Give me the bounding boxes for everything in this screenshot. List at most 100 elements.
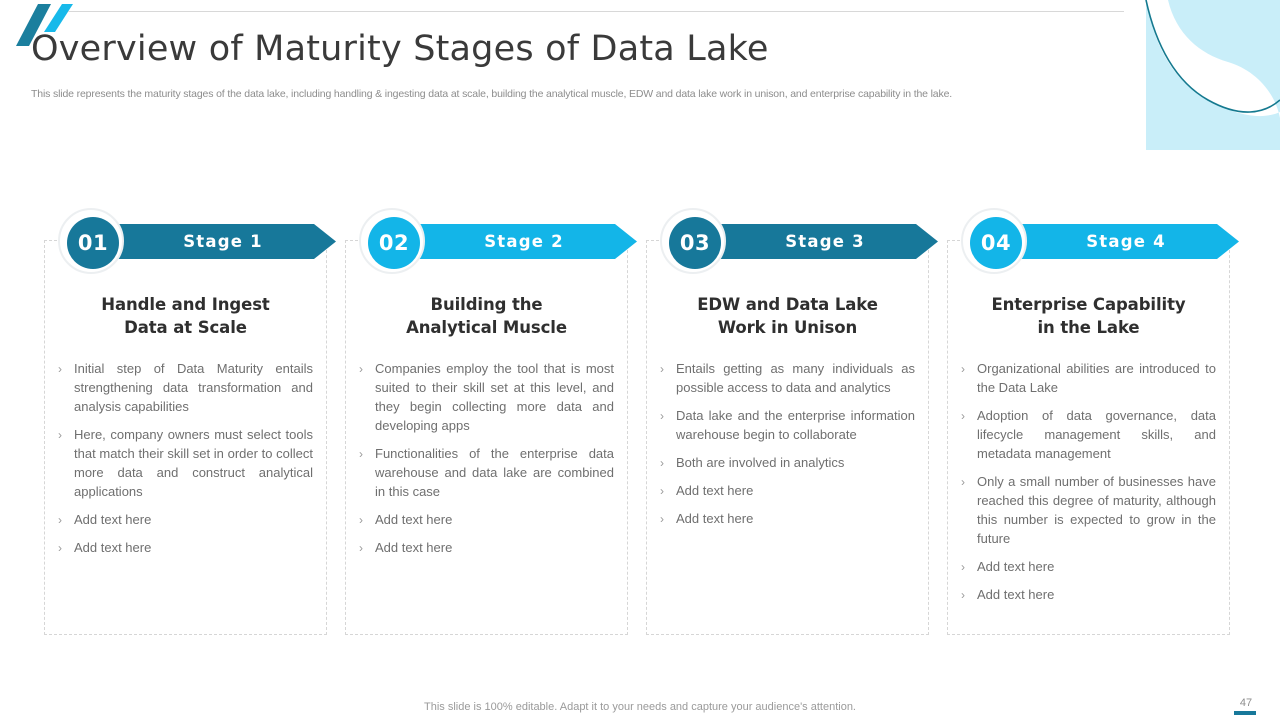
stage-card-title-line2: Data at Scale	[124, 318, 247, 338]
stage-bullet-item: › Add text here	[58, 539, 313, 558]
chevron-right-icon: ›	[58, 361, 62, 376]
page-number-wrap: 47	[1234, 697, 1258, 715]
header-divider	[68, 11, 1124, 12]
stage-card-title: Enterprise Capability in the Lake	[961, 293, 1216, 340]
stage-bullet-text: Functionalities of the enterprise data w…	[375, 445, 614, 499]
stage-card-header: Stage 4 04	[961, 208, 1239, 274]
stage-bullet-list: ›Initial step of Data Maturity entails s…	[58, 360, 313, 558]
stage-bullet-item: › Data lake and the enterprise informatio…	[660, 407, 915, 445]
stage-ribbon: Stage 2	[399, 224, 637, 259]
stage-bullet-item: › Organizational abilities are introduced…	[961, 360, 1216, 398]
chevron-right-icon: ›	[359, 361, 363, 376]
chevron-right-icon: ›	[961, 408, 965, 423]
page-number-underline	[1234, 711, 1256, 715]
stage-card-title-line1: Handle and Ingest	[101, 295, 270, 314]
stage-bullet-text: Add text here	[676, 510, 754, 526]
stage-bullet-text: Add text here	[977, 558, 1055, 574]
stage-bullet-item: › Both are involved in analytics	[660, 454, 915, 473]
stage-bullet-item: › Add text here	[660, 510, 915, 529]
chevron-right-icon: ›	[660, 455, 664, 470]
stage-bullet-text: Adoption of data governance, data lifecy…	[977, 407, 1216, 461]
stage-bullet-item: ›Add text here	[660, 482, 915, 501]
chevron-right-icon: ›	[961, 474, 965, 489]
stage-bullet-item: › Only a small number of businesses have …	[961, 473, 1216, 549]
stage-bullet-text: Add text here	[74, 539, 152, 555]
stage-bullet-text: Companies employ the tool that is most s…	[375, 360, 614, 433]
stage-card-title-line2: Work in Unison	[717, 318, 858, 338]
stage-card-header: Stage 1 01	[58, 208, 336, 274]
decorative-blob	[1145, 0, 1280, 150]
stage-bullet-text: Add text here	[375, 511, 453, 527]
stage-bullet-list: › Organizational abilities are introduced…	[961, 360, 1216, 605]
stage-ribbon-label: Stage 3	[785, 232, 865, 251]
stage-card-title-line1: EDW and Data Lake	[697, 295, 878, 314]
page-subtitle: This slide represents the maturity stage…	[31, 88, 953, 100]
stage-bullet-text: Organizational abilities are introduced …	[977, 360, 1216, 395]
stage-bullet-list: › Companies employ the tool that is most …	[359, 360, 614, 558]
chevron-right-icon: ›	[58, 512, 62, 527]
stage-card-title-line1: Enterprise Capability	[991, 295, 1186, 314]
stage-bullet-list: › Entails getting as many individuals as …	[660, 360, 915, 529]
stage-bullet-item: ›Add text here	[961, 558, 1216, 577]
stage-card-title-line2: in the Lake	[1037, 318, 1140, 338]
stage-number-badge: 02	[368, 217, 420, 269]
stage-ribbon-label: Stage 1	[183, 232, 263, 251]
stage-number-ring: 03	[660, 208, 726, 274]
stage-bullet-item: › Add text here	[961, 586, 1216, 605]
stage-bullet-text: Both are involved in analytics	[676, 454, 845, 470]
stage-number-ring: 04	[961, 208, 1027, 274]
chevron-right-icon: ›	[359, 512, 363, 527]
stage-number-ring: 01	[58, 208, 124, 274]
stage-card-header: Stage 3 03	[660, 208, 938, 274]
chevron-right-icon: ›	[359, 540, 363, 555]
stage-card-title-line2: Analytical Muscle	[406, 318, 567, 338]
stage-number-ring: 02	[359, 208, 425, 274]
page-title: Overview of Maturity Stages of Data Lake	[31, 29, 769, 69]
stage-bullet-item: › Add text here	[359, 539, 614, 558]
chevron-right-icon: ›	[961, 587, 965, 602]
stage-bullet-item: › Companies employ the tool that is most …	[359, 360, 614, 436]
stage-card-header: Stage 2 02	[359, 208, 637, 274]
stage-card-title-line1: Building the	[430, 295, 543, 314]
chevron-right-icon: ›	[660, 408, 664, 423]
stage-bullet-text: Here, company owners must select tools t…	[74, 426, 313, 499]
chevron-right-icon: ›	[660, 511, 664, 526]
stage-number-badge: 01	[67, 217, 119, 269]
stage-bullet-text: Add text here	[375, 539, 453, 555]
stage-bullet-text: Data lake and the enterprise information…	[676, 407, 915, 442]
chevron-right-icon: ›	[58, 540, 62, 555]
stage-ribbon-label: Stage 4	[1086, 232, 1166, 251]
stage-bullet-text: Add text here	[74, 511, 152, 527]
stage-bullet-text: Only a small number of businesses have r…	[977, 473, 1216, 546]
stage-bullet-item: › Add text here	[359, 511, 614, 530]
page-number: 47	[1239, 697, 1253, 709]
chevron-right-icon: ›	[961, 361, 965, 376]
footer-note: This slide is 100% editable. Adapt it to…	[424, 701, 856, 713]
stage-ribbon: Stage 4	[1001, 224, 1239, 259]
stage-bullet-text: Add text here	[676, 482, 754, 498]
stage-bullet-text: Entails getting as many individuals as p…	[676, 360, 915, 395]
stage-bullet-item: ›Initial step of Data Maturity entails s…	[58, 360, 313, 417]
stage-number-badge: 03	[669, 217, 721, 269]
stage-bullet-item: › Add text here	[58, 511, 313, 530]
logo-mark-icon	[16, 4, 73, 46]
stage-ribbon: Stage 1	[98, 224, 336, 259]
stage-bullet-item: › Here, company owners must select tools …	[58, 426, 313, 502]
chevron-right-icon: ›	[58, 427, 62, 442]
chevron-right-icon: ›	[359, 446, 363, 461]
stage-ribbon-label: Stage 2	[484, 232, 564, 251]
stage-bullet-item: › Entails getting as many individuals as …	[660, 360, 915, 398]
chevron-right-icon: ›	[660, 361, 664, 376]
stage-number-badge: 04	[970, 217, 1022, 269]
stage-bullet-item: › Adoption of data governance, data lifec…	[961, 407, 1216, 464]
stage-bullet-text: Add text here	[977, 586, 1055, 602]
stage-bullet-item: › Functionalities of the enterprise data …	[359, 445, 614, 502]
